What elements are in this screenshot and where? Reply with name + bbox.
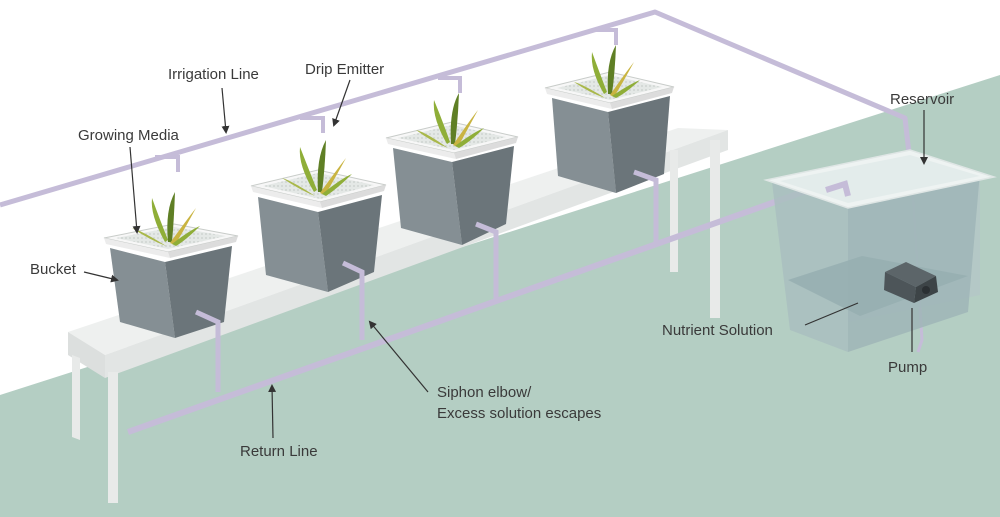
bucket-2 <box>250 169 387 340</box>
table <box>68 128 728 503</box>
leader-nutrient-solution <box>804 302 859 326</box>
table-apron <box>105 130 728 378</box>
leader-drip-emitter <box>332 79 351 127</box>
floor <box>0 75 1000 517</box>
leader-bucket <box>83 271 119 283</box>
reservoir-front <box>772 182 848 352</box>
irrigation-line-pipe <box>0 9 915 208</box>
label-nutrient-solution: Nutrient Solution <box>662 322 773 339</box>
label-bucket: Bucket <box>30 261 77 278</box>
drip-emitter-2 <box>300 116 325 133</box>
label-reservoir: Reservoir <box>890 91 954 108</box>
leader-siphon <box>368 320 429 393</box>
leader-return-line <box>268 384 277 439</box>
table-leg-front-right <box>108 372 118 503</box>
drip-emitter-4 <box>596 28 618 45</box>
pump <box>884 262 938 303</box>
label-growing-media: Growing Media <box>78 127 180 144</box>
label-irrigation-line: Irrigation Line <box>168 66 259 83</box>
table-leg-back-left <box>670 150 678 272</box>
label-excess-solution: Excess solution escapes <box>437 405 601 422</box>
drip-emitter-3 <box>438 76 462 93</box>
return-inlet-pipe <box>825 180 851 197</box>
table-top <box>68 128 728 355</box>
label-drip-emitter: Drip Emitter <box>305 61 384 78</box>
label-pump: Pump <box>888 359 927 376</box>
leader-irrigation-line <box>221 87 230 134</box>
leader-lines <box>83 79 928 439</box>
drip-emitter-1 <box>155 155 180 172</box>
plant-4 <box>574 45 640 98</box>
label-return-line: Return Line <box>240 443 318 460</box>
table-front <box>68 332 105 378</box>
plant-1 <box>132 192 200 246</box>
plant-3 <box>416 93 484 148</box>
table-leg-back-right <box>710 140 720 318</box>
label-siphon-elbow: Siphon elbow/ <box>437 384 532 401</box>
reservoir <box>763 149 997 352</box>
bucket-1 <box>103 223 239 392</box>
plant-2 <box>282 140 352 196</box>
leader-growing-media <box>129 146 141 234</box>
table-leg-front-left <box>72 355 80 440</box>
